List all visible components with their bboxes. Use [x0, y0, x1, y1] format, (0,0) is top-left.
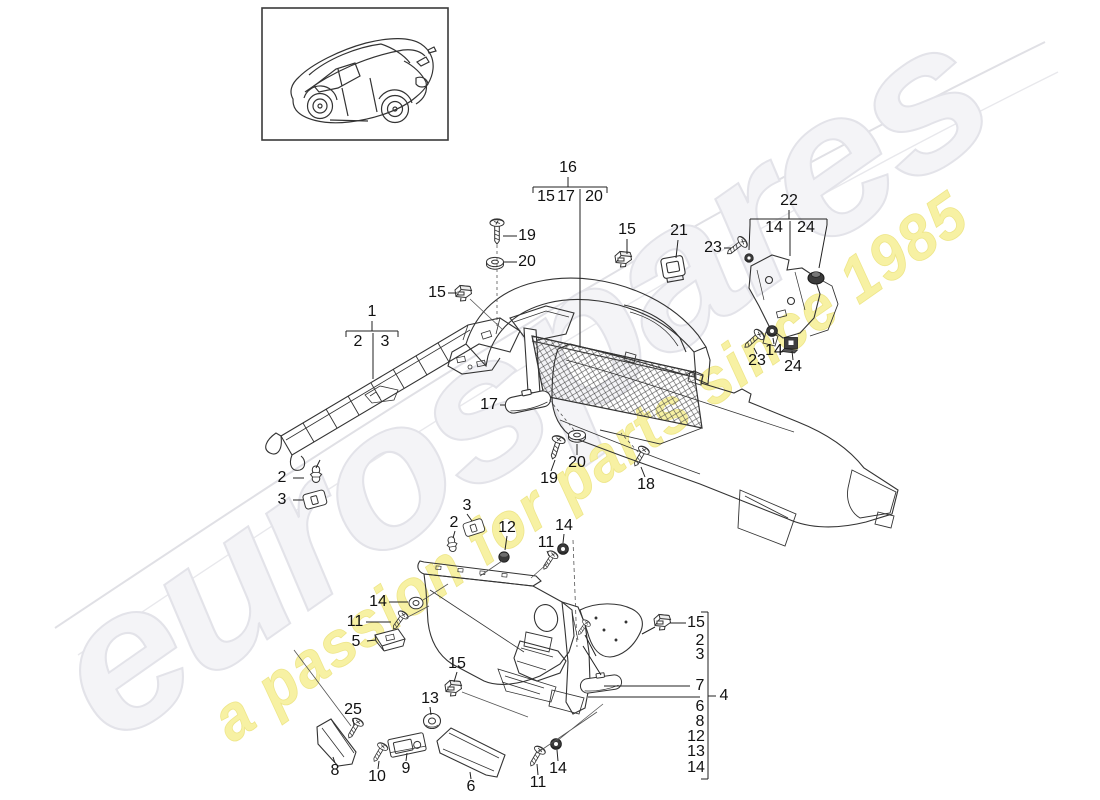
- part-callout-20[interactable]: 20: [585, 188, 603, 205]
- pillar-side-piece: [579, 603, 643, 658]
- latch-plate-9: [387, 732, 427, 758]
- part-callout-13[interactable]: 13: [687, 743, 705, 760]
- part-callout-8[interactable]: 8: [695, 713, 705, 730]
- part-callout-7[interactable]: 7: [695, 677, 705, 694]
- part-callout-14[interactable]: 14: [549, 760, 567, 777]
- car-inset: [261, 7, 449, 141]
- part-callout-23[interactable]: 23: [704, 239, 722, 256]
- part-callout-15[interactable]: 15: [428, 284, 446, 301]
- car-inset-frame: [261, 7, 449, 141]
- part-callout-4[interactable]: 4: [719, 687, 729, 704]
- part-callout-24[interactable]: 24: [784, 358, 802, 375]
- part-callout-24[interactable]: 24: [797, 219, 815, 236]
- bracket-5: [374, 628, 406, 652]
- part-callout-14[interactable]: 14: [555, 517, 573, 534]
- part-callout-17[interactable]: 17: [480, 396, 498, 413]
- bracket-part22: [748, 254, 839, 347]
- part-callout-18[interactable]: 18: [637, 476, 655, 493]
- part-callout-12[interactable]: 12: [687, 728, 705, 745]
- part-callout-17[interactable]: 17: [557, 188, 575, 205]
- clip-21: [660, 255, 686, 283]
- part-callout-6[interactable]: 6: [695, 698, 705, 715]
- sill-trim-part1: [265, 317, 521, 471]
- part-callout-1[interactable]: 1: [367, 303, 377, 320]
- part-callout-20[interactable]: 20: [568, 454, 586, 471]
- swoosh-curves: [54, 41, 1059, 656]
- part-callout-16[interactable]: 16: [559, 159, 577, 176]
- grommet-13: [422, 712, 442, 730]
- part-callout-12[interactable]: 12: [498, 519, 516, 536]
- part-callout-11[interactable]: 11: [346, 613, 364, 630]
- part-callout-19[interactable]: 19: [540, 470, 558, 487]
- part-callout-5[interactable]: 5: [351, 633, 361, 650]
- part-callout-22[interactable]: 22: [780, 192, 798, 209]
- part-callout-15[interactable]: 15: [448, 655, 466, 672]
- part-callout-19[interactable]: 19: [518, 227, 536, 244]
- part-callout-2[interactable]: 2: [353, 333, 363, 350]
- trim-strip-8: [316, 718, 357, 767]
- cap-12: [498, 551, 510, 563]
- leader-lines: [293, 177, 828, 780]
- part-callout-3[interactable]: 3: [277, 491, 287, 508]
- part-callout-2[interactable]: 2: [695, 632, 705, 649]
- part-callout-9[interactable]: 9: [401, 760, 411, 777]
- part-callout-8[interactable]: 8: [330, 762, 340, 779]
- part-callout-11[interactable]: 11: [537, 534, 555, 551]
- part-callout-15[interactable]: 15: [687, 614, 705, 631]
- trim-flap-6: [436, 727, 506, 778]
- part-callout-14[interactable]: 14: [687, 759, 705, 776]
- side-trim-panel: [551, 343, 899, 547]
- bushing-24: [807, 271, 825, 285]
- part-callout-2[interactable]: 2: [449, 514, 459, 531]
- assembly-lines: [293, 245, 639, 754]
- part-callout-25[interactable]: 25: [344, 701, 362, 718]
- part-callout-14[interactable]: 14: [765, 219, 783, 236]
- part-callout-3[interactable]: 3: [695, 646, 705, 663]
- part-callout-21[interactable]: 21: [670, 222, 688, 239]
- car-line-drawing-icon: [290, 38, 437, 124]
- part-callout-6[interactable]: 6: [466, 778, 476, 795]
- part-callout-23[interactable]: 23: [748, 352, 766, 369]
- hardware: [301, 218, 799, 778]
- part-callout-10[interactable]: 10: [368, 768, 386, 785]
- part-callout-15[interactable]: 15: [537, 188, 555, 205]
- part-callout-13[interactable]: 13: [421, 690, 439, 707]
- part-callout-3[interactable]: 3: [380, 333, 390, 350]
- quarter-trim-panel: [417, 560, 591, 715]
- clip-24: [780, 337, 799, 354]
- part-callout-15[interactable]: 15: [618, 221, 636, 238]
- part-callout-14[interactable]: 14: [369, 593, 387, 610]
- part-callout-20[interactable]: 20: [518, 253, 536, 270]
- upper-quarter-trim-part16: [447, 277, 711, 386]
- part-callout-2[interactable]: 2: [277, 469, 287, 486]
- part-callout-3[interactable]: 3: [462, 497, 472, 514]
- part-callout-14[interactable]: 14: [765, 342, 783, 359]
- part-callout-11[interactable]: 11: [529, 774, 547, 791]
